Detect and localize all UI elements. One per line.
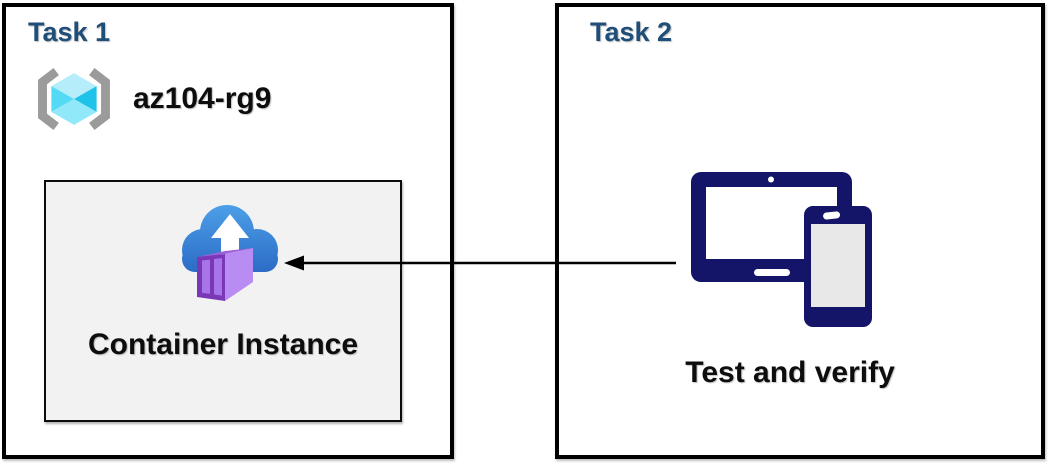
- resource-group-name: az104-rg9: [133, 82, 272, 115]
- task2-title: Task 2: [590, 17, 673, 47]
- container-instance-label: Container Instance: [87, 328, 359, 361]
- resource-group-icon: [32, 66, 116, 132]
- test-verify-label: Test and verify: [685, 356, 895, 389]
- task2-box: Task 2 Test and verify: [555, 3, 1045, 459]
- phone-icon: [804, 206, 872, 327]
- container-instance-box: Container Instance: [44, 180, 402, 422]
- resource-group: az104-rg9: [32, 66, 271, 132]
- task1-title: Task 1: [28, 17, 111, 47]
- task1-box: Task 1 az104-rg9: [2, 3, 454, 459]
- container-instance-icon: [179, 202, 280, 302]
- devices-icon: [687, 169, 877, 331]
